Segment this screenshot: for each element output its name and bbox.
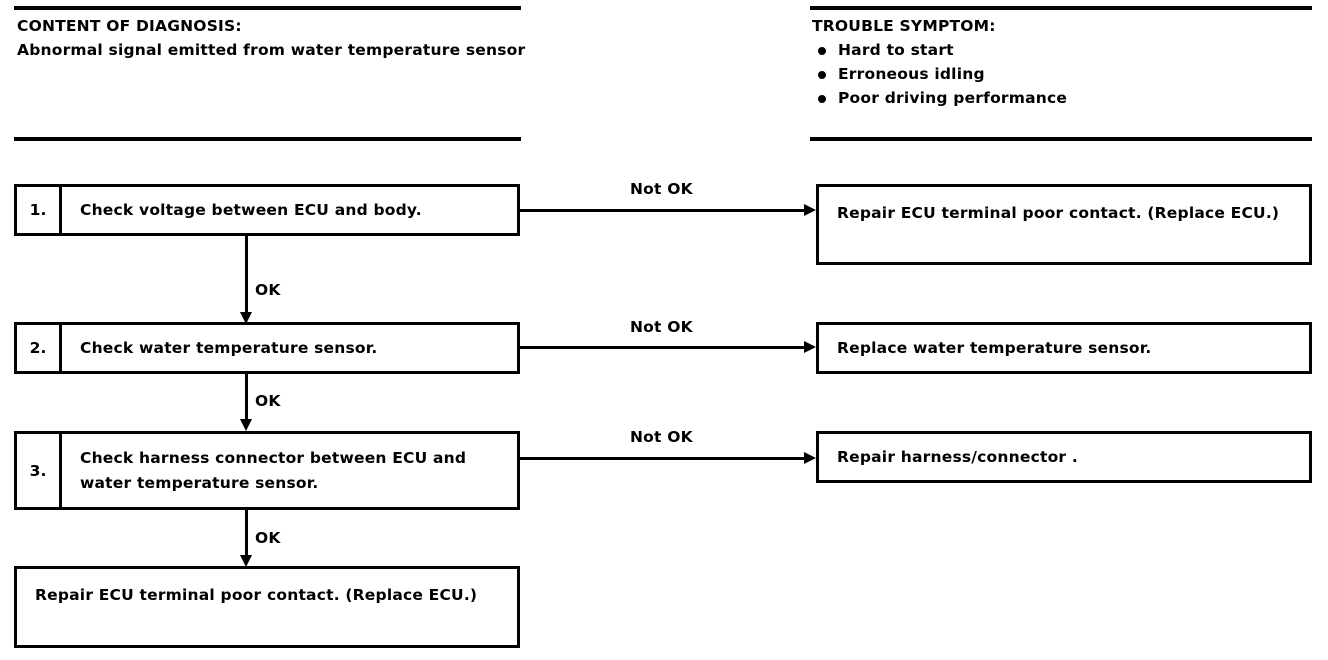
result-text-2: Replace water temperature sensor.: [837, 338, 1152, 357]
pass-arrowhead-2: [240, 419, 252, 431]
header-rule-left-bottom: [14, 137, 521, 141]
symptom-item: Poor driving performance: [812, 86, 1312, 110]
step-text-3: Check harness connector between ECU and …: [80, 448, 467, 492]
step-number-3: 3.: [17, 434, 62, 507]
branch-label-1: Not OK: [630, 180, 693, 198]
symptom-header: TROUBLE SYMPTOM: Hard to start Erroneous…: [812, 14, 1312, 110]
pass-label-2: OK: [255, 392, 281, 410]
final-result-box: Repair ECU terminal poor contact. (Repla…: [14, 566, 520, 648]
branch-connector-1: [520, 209, 806, 212]
branch-arrowhead-2: [804, 341, 816, 353]
result-box-2: Replace water temperature sensor.: [816, 322, 1312, 374]
step-text-1: Check voltage between ECU and body.: [80, 200, 422, 219]
step-box-1: 1. Check voltage between ECU and body.: [14, 184, 520, 236]
result-box-1: Repair ECU terminal poor contact. (Repla…: [816, 184, 1312, 265]
bullet-icon: [818, 95, 826, 103]
diagnosis-title: CONTENT OF DIAGNOSIS:: [17, 17, 242, 35]
bullet-icon: [818, 71, 826, 79]
branch-connector-3: [520, 457, 806, 460]
step-text-2: Check water temperature sensor.: [80, 338, 378, 357]
pass-label-1: OK: [255, 281, 281, 299]
diagnosis-header: CONTENT OF DIAGNOSIS: Abnormal signal em…: [17, 14, 537, 62]
pass-connector-2: [245, 374, 248, 420]
symptom-title: TROUBLE SYMPTOM:: [812, 17, 996, 35]
symptom-item-label: Poor driving performance: [838, 89, 1068, 107]
bullet-icon: [818, 47, 826, 55]
final-result-text: Repair ECU terminal poor contact. (Repla…: [35, 586, 478, 604]
symptom-item-label: Hard to start: [838, 41, 954, 59]
branch-connector-2: [520, 346, 806, 349]
branch-label-2: Not OK: [630, 318, 693, 336]
result-box-3: Repair harness/connector .: [816, 431, 1312, 483]
pass-arrowhead-1: [240, 312, 252, 324]
symptom-list: Hard to start Erroneous idling Poor driv…: [812, 38, 1312, 110]
branch-arrowhead-1: [804, 204, 816, 216]
branch-arrowhead-3: [804, 452, 816, 464]
symptom-item-label: Erroneous idling: [838, 65, 985, 83]
header-rule-right-bottom: [810, 137, 1312, 141]
diagnosis-body: Abnormal signal emitted from water tempe…: [17, 41, 526, 59]
step-box-2: 2. Check water temperature sensor.: [14, 322, 520, 374]
step-number-1: 1.: [17, 187, 62, 233]
pass-connector-3: [245, 510, 248, 556]
result-text-1: Repair ECU terminal poor contact. (Repla…: [837, 204, 1280, 222]
header-rule-left-top: [14, 6, 521, 10]
symptom-item: Hard to start: [812, 38, 1312, 62]
header-rule-right-top: [810, 6, 1312, 10]
step-box-3: 3. Check harness connector between ECU a…: [14, 431, 520, 510]
branch-label-3: Not OK: [630, 428, 693, 446]
symptom-item: Erroneous idling: [812, 62, 1312, 86]
pass-connector-1: [245, 236, 248, 314]
pass-label-3: OK: [255, 529, 281, 547]
result-text-3: Repair harness/connector .: [837, 447, 1078, 466]
pass-arrowhead-3: [240, 555, 252, 567]
step-number-2: 2.: [17, 325, 62, 371]
